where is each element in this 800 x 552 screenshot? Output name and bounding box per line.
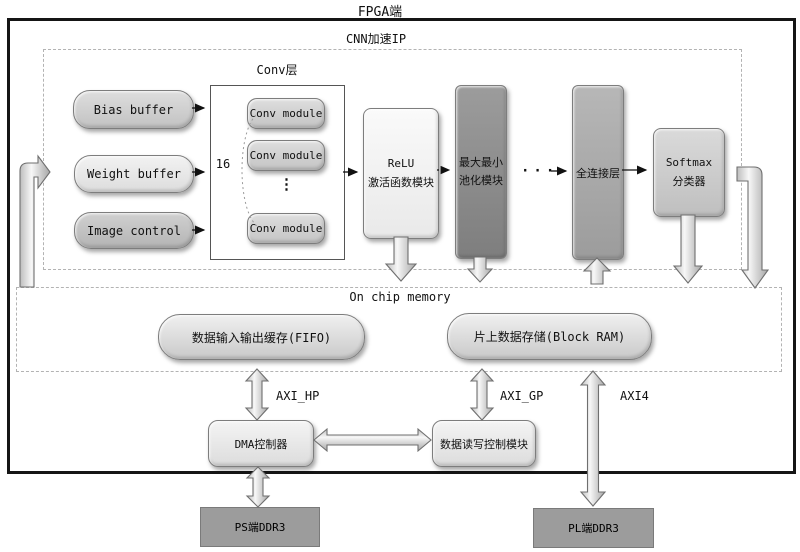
ps-ddr3-box: PS端DDR3 [200,507,320,547]
cnn-ip-title: CNN加速IP [345,32,407,46]
fpga-title: FPGA端 [357,5,403,20]
pl-ddr3-box: PL端DDR3 [533,508,654,548]
ps-ddr3-label: PS端DDR3 [234,521,286,534]
horizontal-ellipsis: ··· [521,163,559,179]
relu-label-line2: 激活函数模块 [368,175,434,189]
pl-ddr3-label: PL端DDR3 [568,522,619,535]
block-ram-box: 片上数据存储(Block RAM) [447,313,652,360]
conv-module-box: Conv module [247,213,325,244]
axi-hp-label: AXI_HP [276,389,320,403]
bias-buffer-box: Bias buffer [73,90,194,129]
bias-buffer-label: Bias buffer [93,102,174,117]
pooling-box: 最大最小 池化模块 [455,85,507,259]
rw-control-label: 数据读写控制模块 [440,437,528,451]
rw-control-box: 数据读写控制模块 [432,420,536,467]
vertical-ellipsis: ⋮ [279,175,294,193]
on-chip-memory-title: On chip memory [349,290,451,304]
on-chip-memory-region [16,287,782,372]
conv-module-box: Conv module [247,140,325,171]
fully-connected-label: 全连接层 [576,166,620,180]
conv-module-box: Conv module [247,98,325,129]
dma-controller-box: DMA控制器 [208,420,314,467]
axi-gp-label: AXI_GP [500,389,544,403]
softmax-label-line2: 分类器 [672,174,706,188]
conv-module-label: Conv module [249,149,323,162]
conv-module-label: Conv module [249,222,323,235]
relu-label-line1: ReLU [387,156,415,170]
image-control-box: Image control [74,212,194,249]
conv-module-label: Conv module [249,107,323,120]
softmax-box: Softmax 分类器 [653,128,725,217]
softmax-label-line1: Softmax [665,155,713,169]
pooling-label-line2: 池化模块 [459,174,503,187]
fifo-buffer-box: 数据输入输出缓存(FIFO) [158,314,365,360]
pooling-label-line1: 最大最小 [459,156,503,170]
block-ram-label: 片上数据存储(Block RAM) [473,330,626,344]
relu-box: ReLU 激活函数模块 [363,108,439,239]
fifo-buffer-label: 数据输入输出缓存(FIFO) [191,330,332,345]
dma-controller-label: DMA控制器 [234,437,288,451]
image-control-label: Image control [87,223,181,238]
weight-buffer-label: Weight buffer [87,167,181,181]
axi4-label: AXI4 [620,389,649,403]
fully-connected-box: 全连接层 [572,85,624,260]
conv-count-label: 16 [215,157,231,171]
weight-buffer-box: Weight buffer [74,155,194,193]
conv-layer-title: Conv层 [256,63,298,77]
